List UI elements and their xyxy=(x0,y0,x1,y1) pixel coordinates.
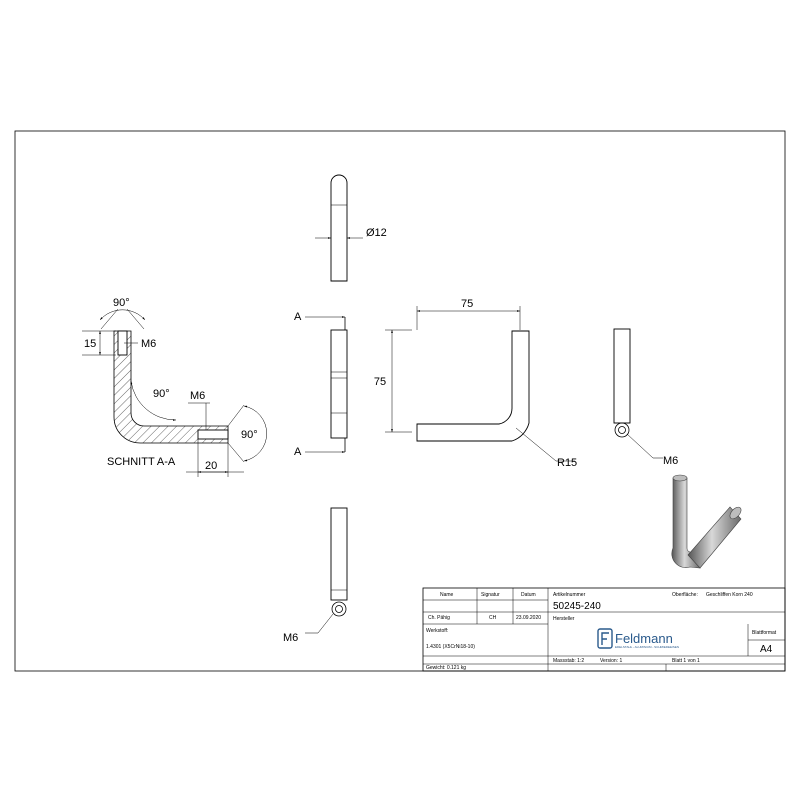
section-length: 20 xyxy=(205,460,217,472)
feldmann-logo: Feldmann EDELSTAHL - ALUMINIUM - SCHMIED… xyxy=(597,628,679,649)
section-label: SCHNITT A-A xyxy=(107,456,176,468)
section-angle-bend: 90° xyxy=(153,388,170,400)
section-mark-bottom: A xyxy=(294,446,302,458)
dim-height: 75 xyxy=(374,376,386,388)
article-label: Artikelnummer xyxy=(553,592,586,598)
material-value: 1.4301 (X5CrNi18-10) xyxy=(426,644,475,650)
section-thread-side: M6 xyxy=(190,390,205,402)
col-name: Name xyxy=(440,592,454,598)
scale: Massstab: 1:2 xyxy=(553,658,584,664)
col-signature: Signatur xyxy=(481,592,500,598)
front-view: A A xyxy=(294,311,348,458)
section-view: 90° 15 M6 90° M6 90° 20 SCHNITT A-A xyxy=(82,297,267,477)
manufacturer-label: Hersteller xyxy=(553,616,575,622)
title-block: Name Signatur Datum Ch. Pähig CH 23.09.2… xyxy=(422,587,786,672)
section-angle-top: 90° xyxy=(113,297,130,309)
side-view: 75 75 R15 xyxy=(374,298,577,469)
section-mark-top: A xyxy=(294,311,302,323)
iso-view xyxy=(671,474,742,569)
top-view: Ø12 xyxy=(315,174,387,282)
bottom-view: M6 xyxy=(283,507,348,644)
format-label: Blattformat xyxy=(752,630,777,636)
company-tagline: EDELSTAHL - ALUMINIUM - SCHMIEDEEISEN xyxy=(615,645,679,649)
format-value: A4 xyxy=(760,644,773,655)
article-number: 50245-240 xyxy=(553,601,601,612)
company-name: Feldmann xyxy=(615,631,673,646)
drafter-signature: CH xyxy=(489,615,497,621)
surface-value: Geschliffen Korn 240 xyxy=(706,592,753,598)
drawing-date: 23.09.2020 xyxy=(516,615,541,621)
version: Version: 1 xyxy=(600,658,622,664)
col-date: Datum xyxy=(521,592,536,598)
material-label: Werkstoff: xyxy=(426,628,448,634)
drafter-name: Ch. Pähig xyxy=(428,615,450,621)
drawing-frame xyxy=(14,130,786,672)
section-depth: 15 xyxy=(84,338,96,350)
dim-width: 75 xyxy=(461,298,473,310)
section-thread-top: M6 xyxy=(141,338,156,350)
surface-label: Oberfläche: xyxy=(672,592,698,598)
sheet: Blatt 1 von 1 xyxy=(672,658,700,664)
dim-thread-right: M6 xyxy=(663,455,678,467)
dim-top-diameter: Ø12 xyxy=(366,227,387,239)
right-view: M6 xyxy=(613,328,678,467)
dim-thread-bottom: M6 xyxy=(283,632,298,644)
weight: Gewicht: 0.121 kg xyxy=(426,665,466,671)
dim-radius: R15 xyxy=(557,457,577,469)
section-angle-right: 90° xyxy=(241,429,258,441)
